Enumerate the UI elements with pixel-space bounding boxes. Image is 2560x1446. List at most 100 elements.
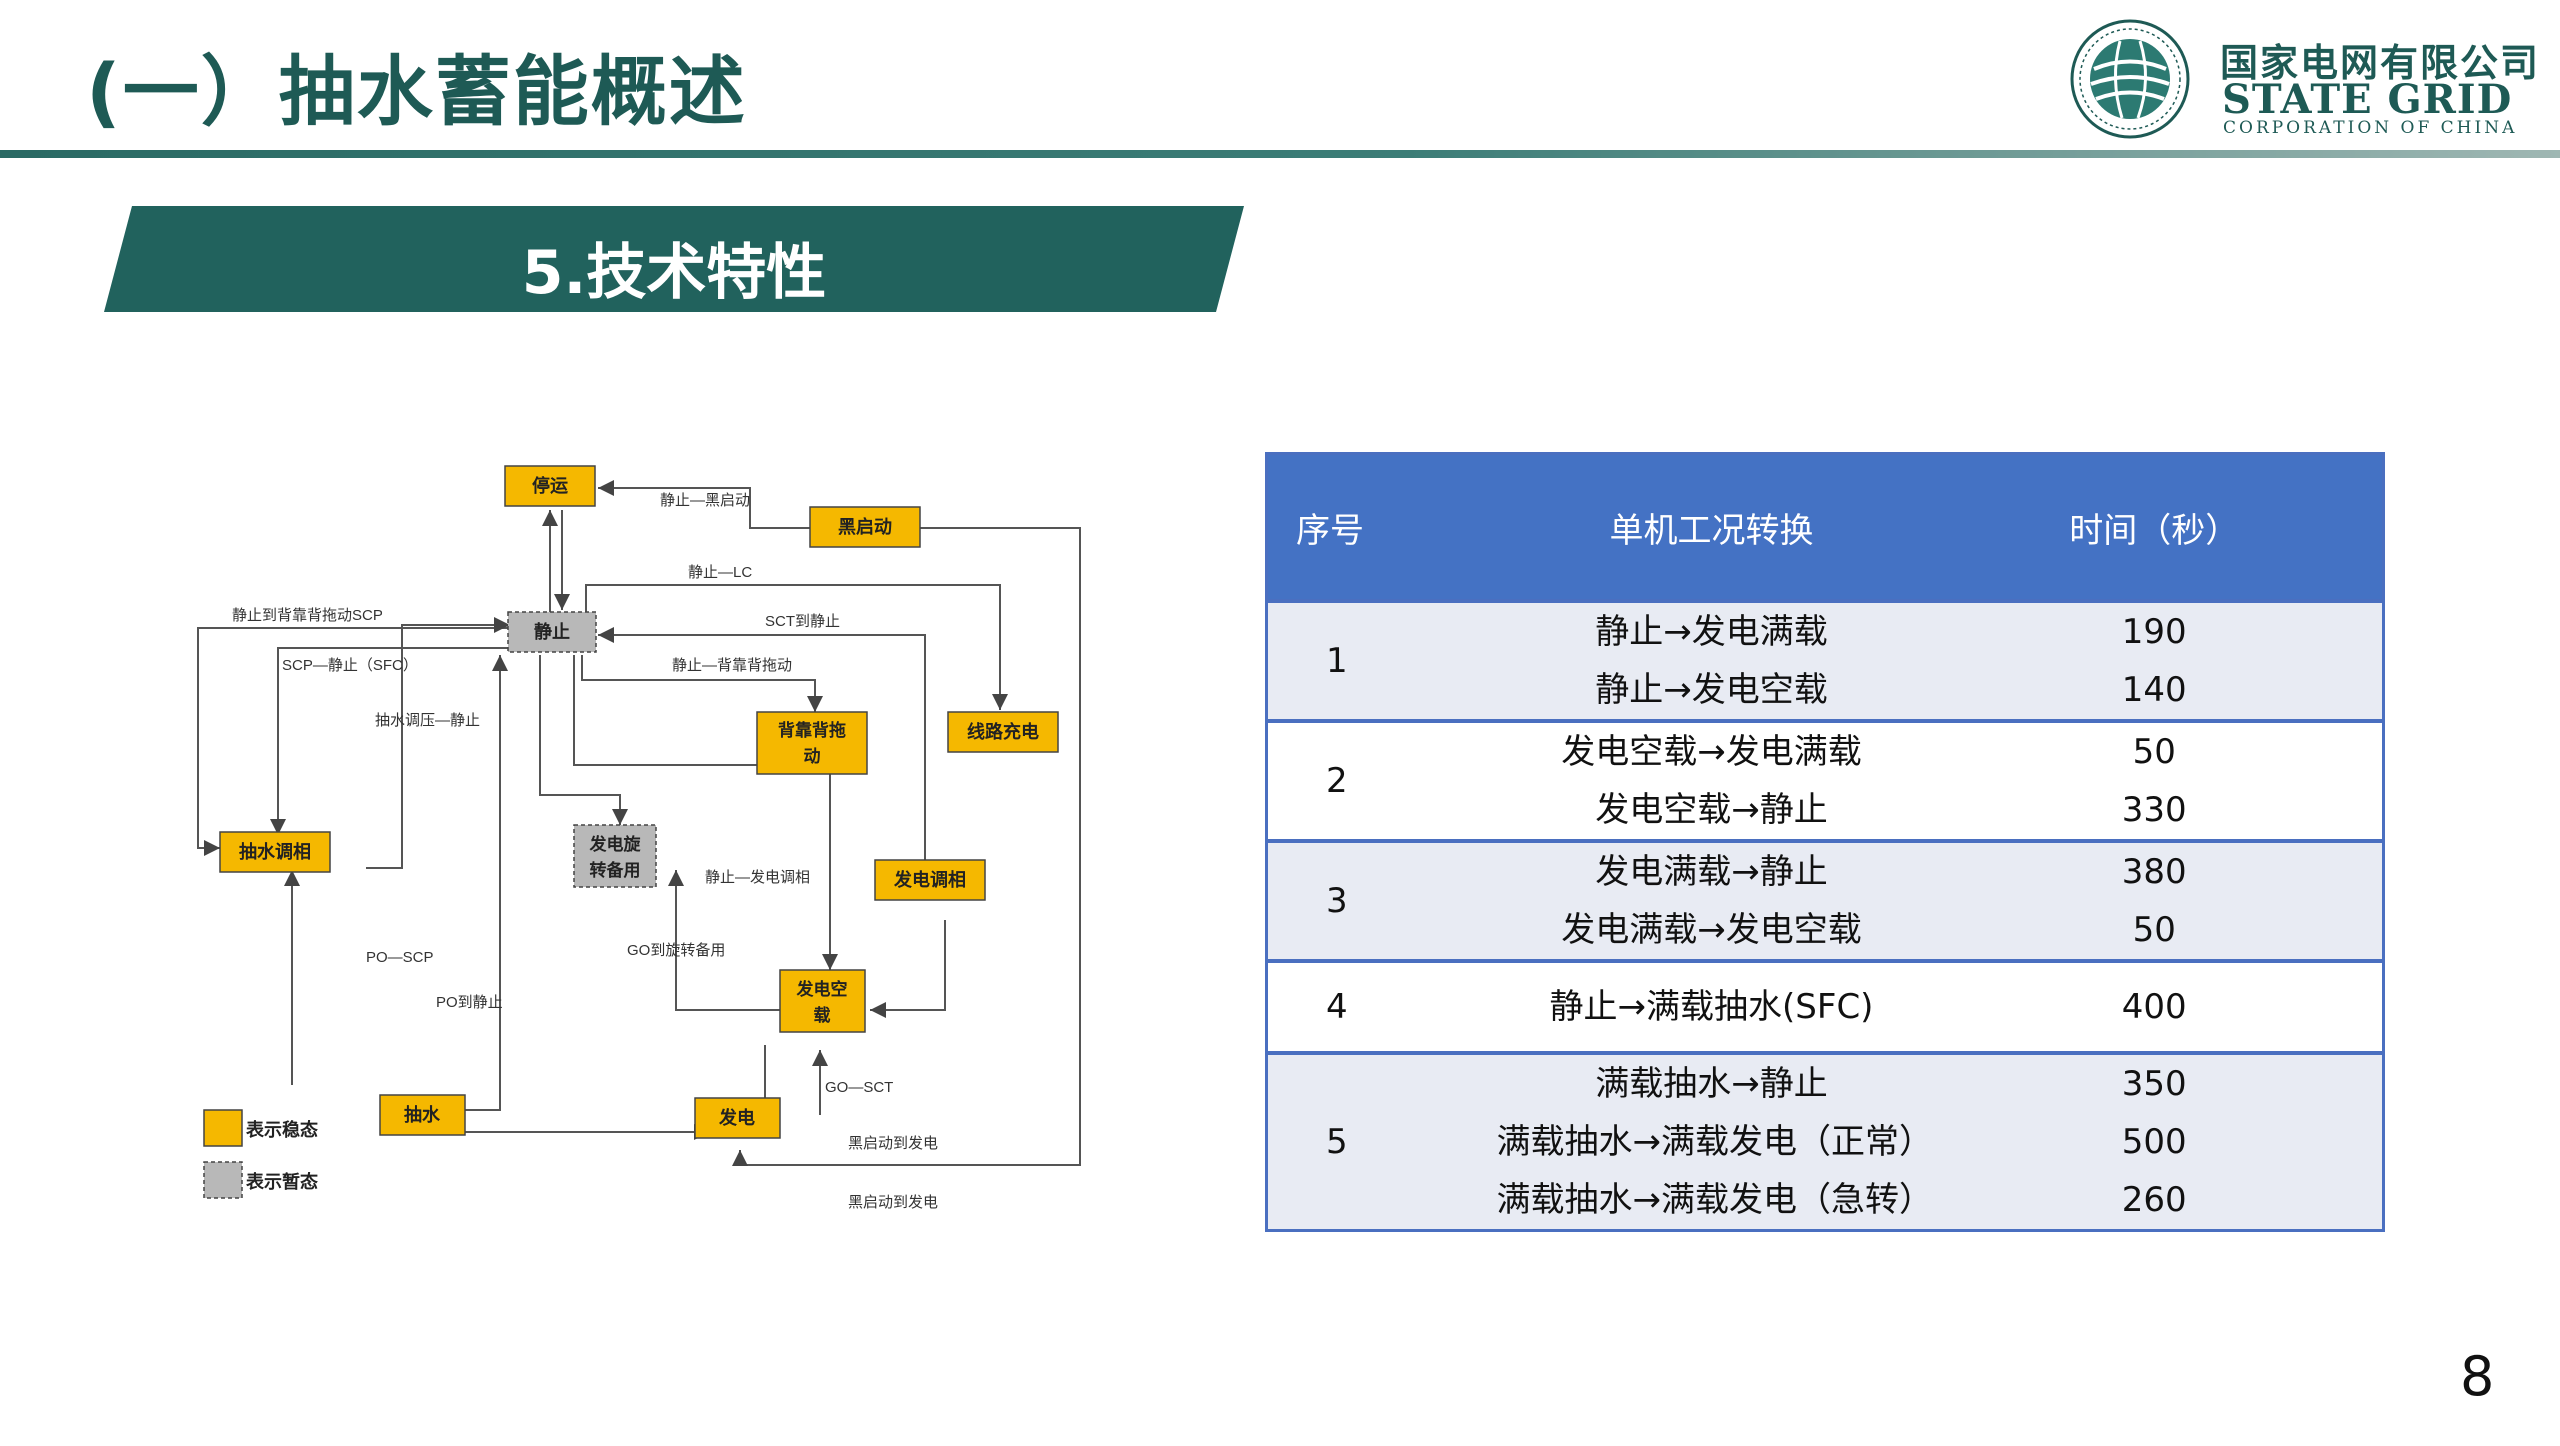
transition-time-table: 序号 单机工况转换 时间（秒） 1 静止→发电满载 静止→发电空载 190 14…: [1265, 452, 2385, 1232]
svg-text:线路充电: 线路充电: [967, 721, 1039, 742]
row-number: 5: [1266, 1051, 1497, 1231]
svg-text:发电: 发电: [718, 1107, 755, 1128]
svg-text:发电旋: 发电旋: [589, 834, 642, 854]
node-fadian-tiaoxiang: 发电调相: [874, 859, 986, 901]
node-jingzhi: 静止: [507, 611, 597, 653]
svg-text:黑启动: 黑启动: [838, 516, 892, 537]
edge-line: [598, 480, 810, 529]
edge-line: [270, 647, 510, 835]
table-row: 3 发电满载→静止 发电满载→发电空载 380 50: [1266, 839, 2384, 961]
time-value: 260: [2121, 1180, 2187, 1220]
row-transitions: 静止→发电满载 静止→发电空载: [1496, 599, 1927, 721]
svg-text:转备用: 转备用: [590, 860, 641, 880]
row-transitions: 满载抽水→静止 满载抽水→满载发电（正常） 满载抽水→满载发电（急转）: [1496, 1051, 1934, 1231]
row-number: 3: [1266, 839, 1497, 961]
svg-text:表示稳态: 表示稳态: [246, 1119, 318, 1140]
edge-line: [539, 655, 628, 825]
edge-line: [573, 655, 838, 970]
transition-text: 发电空载→静止: [1595, 790, 1828, 830]
time-value: 350: [2121, 1064, 2187, 1104]
row-times: 350 500 260: [1926, 1051, 2384, 1231]
svg-text:抽水调相: 抽水调相: [239, 841, 311, 862]
time-value: 330: [2121, 790, 2187, 830]
edge-label: PO—SCP: [366, 949, 434, 966]
edge-line: [870, 920, 946, 1018]
legend-steady: 表示稳态: [203, 1109, 318, 1147]
edge-line: [668, 870, 790, 1011]
edge-line: [581, 655, 823, 712]
edge-line: [585, 584, 1008, 710]
logo-subtitle: CORPORATION OF CHINA: [2223, 118, 2518, 138]
time-value: 190: [2121, 612, 2187, 652]
time-value: 400: [2121, 987, 2187, 1027]
row-times: 50 330: [1926, 719, 2384, 841]
row-times: 400: [1926, 959, 2384, 1053]
svg-text:表示暂态: 表示暂态: [246, 1171, 318, 1192]
svg-text:背靠背拖: 背靠背拖: [778, 720, 846, 740]
section-title: 5.技术特性: [521, 238, 827, 308]
transition-text: 满载抽水→满载发电（正常）: [1496, 1122, 1934, 1162]
edge-label: PO到静止: [436, 994, 503, 1011]
svg-text:发电调相: 发电调相: [893, 869, 966, 890]
time-value: 50: [2132, 732, 2176, 772]
time-value: 500: [2121, 1122, 2187, 1162]
node-xianlu: 线路充电: [947, 711, 1059, 753]
edge-label: 静止—发电调相: [705, 869, 810, 886]
table-row: 2 发电空载→发电满载 发电空载→静止 50 330: [1266, 719, 2384, 841]
legend-transient: 表示暂态: [203, 1161, 318, 1199]
edge-label: 黑启动到发电: [848, 1194, 938, 1211]
transition-text: 满载抽水→满载发电（急转）: [1496, 1180, 1934, 1220]
transition-text: 发电空载→发电满载: [1561, 732, 1862, 772]
svg-text:载: 载: [814, 1005, 831, 1025]
svg-text:抽水: 抽水: [404, 1104, 441, 1125]
transition-text: 静止→满载抽水(SFC): [1549, 987, 1874, 1027]
row-number: 1: [1266, 599, 1497, 721]
edge-label: 静止—黑启动: [660, 492, 750, 509]
row-times: 190 140: [1926, 599, 2384, 721]
page-number: 8: [2460, 1345, 2495, 1408]
transition-text: 发电满载→发电空载: [1561, 910, 1862, 950]
row-times: 380 50: [1926, 839, 2384, 961]
transition-text: 满载抽水→静止: [1595, 1064, 1828, 1104]
edge-label: 抽水调压—静止: [375, 712, 480, 729]
page-title: (一）抽水蓄能概述: [86, 47, 747, 136]
edge-label: 黑启动到发电: [848, 1135, 938, 1152]
svg-text:动: 动: [804, 747, 821, 766]
edge-line: [598, 627, 926, 880]
section-banner: 5.技术特性: [104, 206, 1244, 312]
node-beikao: 背靠背拖 动: [756, 711, 868, 775]
table-row: 1 静止→发电满载 静止→发电空载 190 140: [1266, 599, 2384, 721]
node-choushui-tiaoxiang: 抽水调相: [219, 831, 331, 873]
node-fadian: 发电: [694, 1097, 781, 1139]
header-divider: [0, 150, 2560, 158]
edge-line: [366, 617, 510, 869]
logo-chinese-name: 国家电网有限公司: [2220, 41, 2541, 85]
table-header-time: 时间（秒）: [1926, 453, 2384, 601]
edge-label: GO—SCT: [825, 1079, 893, 1096]
edge-line: [197, 627, 510, 856]
edge-line: [732, 527, 1081, 1166]
state-grid-globe-icon: [2070, 19, 2190, 139]
node-heiqidong: 黑启动: [809, 506, 921, 548]
node-tingyun: 停运: [504, 465, 596, 507]
svg-text:停运: 停运: [532, 475, 568, 496]
table-header-no: 序号: [1266, 453, 1497, 601]
edge-label: 静止到背靠背拖动SCP: [232, 607, 383, 624]
svg-text:静止: 静止: [534, 621, 570, 642]
transition-text: 静止→发电空载: [1595, 670, 1828, 710]
time-value: 140: [2121, 670, 2187, 710]
edge-label: SCP—静止（SFC）: [282, 657, 418, 674]
edge-label: SCT到静止: [765, 613, 840, 630]
logo-english-name: STATE GRID: [2222, 76, 2513, 123]
node-fadian-kongzai: 发电空 载: [779, 969, 866, 1033]
row-transitions: 发电空载→发电满载 发电空载→静止: [1496, 719, 1927, 841]
node-fadian-xuanzhuan: 发电旋 转备用: [573, 824, 657, 888]
edge-label: GO到旋转备用: [627, 942, 725, 959]
time-value: 50: [2132, 910, 2176, 950]
node-choushui: 抽水: [379, 1094, 466, 1136]
row-number: 2: [1266, 719, 1497, 841]
table-row: 4 静止→满载抽水(SFC) 400: [1266, 959, 2384, 1053]
time-value: 380: [2121, 852, 2187, 892]
transition-text: 发电满载→静止: [1595, 852, 1828, 892]
svg-text:发电空: 发电空: [796, 979, 848, 999]
